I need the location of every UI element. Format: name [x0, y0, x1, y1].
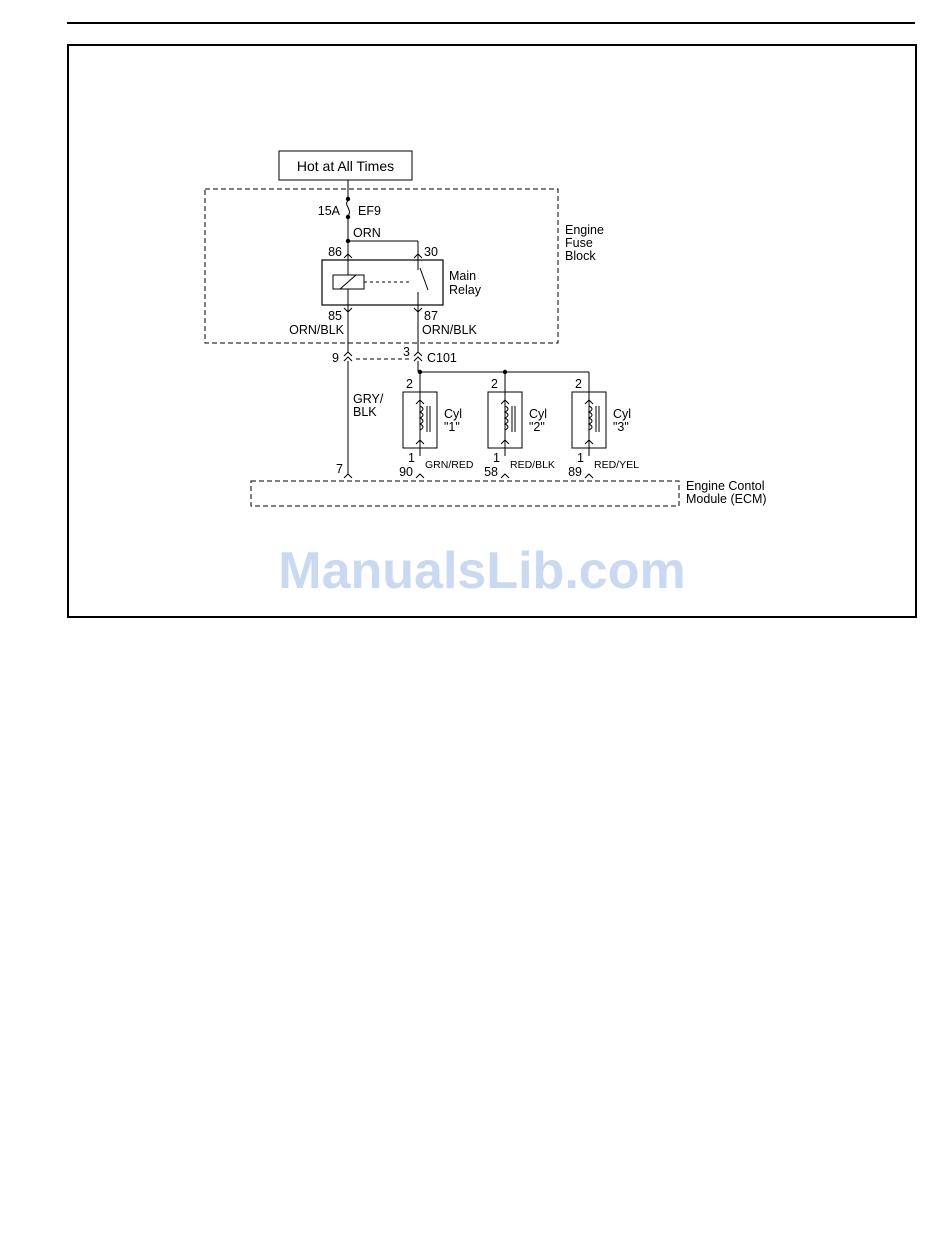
fuse-rating: 15A: [318, 204, 341, 218]
coil-1-pin-top: 2: [406, 377, 413, 391]
coil-2-pin-top: 2: [491, 377, 498, 391]
fuse-name: EF9: [358, 204, 381, 218]
coil-cyl-3: [572, 384, 606, 456]
coil-3-label-line1: Cyl: [613, 407, 631, 421]
gry-blk-label-line1: GRY/: [353, 392, 384, 406]
red-blk-label: RED/BLK: [510, 459, 555, 471]
coil-1-label-line1: Cyl: [444, 407, 462, 421]
ecm-outline: [251, 481, 679, 506]
coil-3-pin-top: 2: [575, 377, 582, 391]
coil-cyl-1: [403, 384, 437, 456]
ecm-pin-gry: 7: [336, 462, 343, 476]
grn-red-label: GRN/RED: [425, 459, 474, 471]
coil-cyl-2: [488, 384, 522, 456]
ecm-pin-58: 58: [484, 465, 498, 479]
watermark: ManualsLib.com: [278, 542, 685, 600]
gry-blk-label-line2: BLK: [353, 405, 377, 419]
coil-1-pin-bottom: 1: [408, 451, 415, 465]
c101-pin-9: 9: [332, 351, 339, 365]
relay-pin-30: 30: [424, 245, 438, 259]
relay-pin-87: 87: [424, 309, 438, 323]
coil-1-label-line2: "1": [444, 420, 460, 434]
fuse-top-node: [346, 197, 350, 201]
coil-3-label-line2: "3": [613, 420, 629, 434]
ecm-pin-89: 89: [568, 465, 582, 479]
fuse-block-label-line2: Fuse: [565, 236, 593, 250]
ecm-pin-90: 90: [399, 465, 413, 479]
relay-name-line1: Main: [449, 269, 476, 283]
fuse-block-label-line1: Engine: [565, 223, 604, 237]
coil-2-pin-bottom: 1: [493, 451, 500, 465]
relay-pin-86: 86: [328, 245, 342, 259]
power-source-label: Hot at All Times: [297, 158, 394, 174]
fuse-symbol: [347, 201, 350, 216]
red-yel-label: RED/YEL: [594, 459, 639, 471]
coil-3-pin-bottom: 1: [577, 451, 584, 465]
c101-pin-3: 3: [403, 345, 410, 359]
orn-blk-right-label: ORN/BLK: [422, 323, 478, 337]
relay-name-line2: Relay: [449, 283, 482, 297]
relay-pin-85: 85: [328, 309, 342, 323]
ecm-label-line1: Engine Contol: [686, 479, 765, 493]
coil-2-label-line1: Cyl: [529, 407, 547, 421]
orn-label: ORN: [353, 226, 381, 240]
orn-blk-left-label: ORN/BLK: [289, 323, 345, 337]
ecm-label-line2: Module (ECM): [686, 492, 767, 506]
coil-2-label-line2: "2": [529, 420, 545, 434]
fuse-block-label-line3: Block: [565, 249, 596, 263]
c101-name: C101: [427, 351, 457, 365]
